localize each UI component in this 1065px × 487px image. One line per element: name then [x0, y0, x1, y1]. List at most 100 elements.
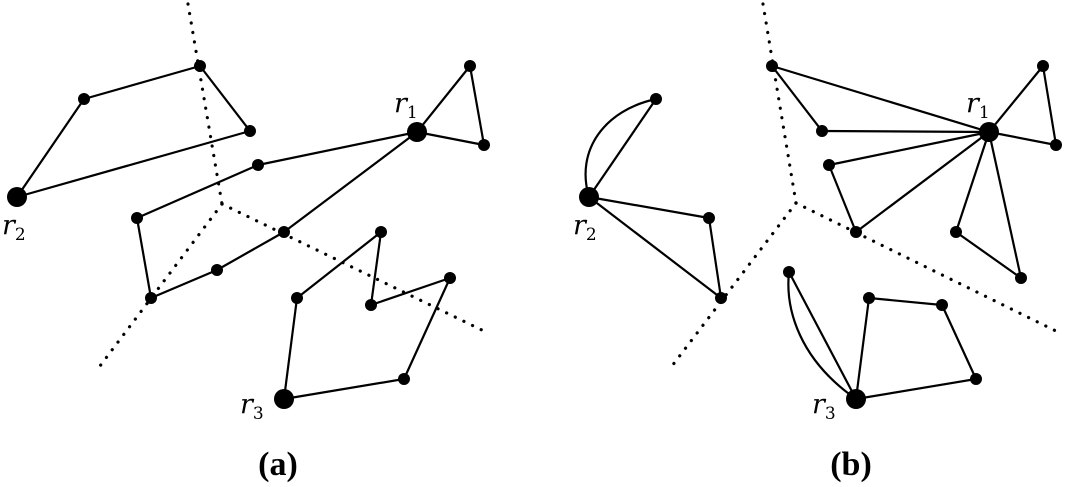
- root-label-r1-a: r1: [394, 88, 418, 123]
- node-a: [464, 60, 476, 72]
- edge-b: [827, 130, 991, 167]
- edge-a: [149, 268, 219, 300]
- panel-b: r1 r2 r3 (b): [573, 2, 1062, 483]
- node-a: [375, 226, 387, 238]
- partition-line-top-b: [761, 2, 798, 205]
- node-a: [211, 264, 223, 276]
- edge-a: [215, 230, 286, 272]
- node-a: [291, 292, 303, 304]
- edge-a: [15, 129, 252, 199]
- edge-b: [954, 130, 991, 234]
- node-a: [365, 299, 377, 311]
- edge-a: [282, 296, 299, 401]
- node-b: [766, 60, 778, 72]
- edge-b: [940, 303, 978, 381]
- edge-a: [82, 64, 202, 101]
- node-b: [950, 226, 962, 238]
- node-a: [398, 373, 410, 385]
- node-a: [78, 93, 90, 105]
- node-b: [703, 212, 715, 224]
- edge-a: [415, 130, 486, 147]
- node-a: [478, 139, 490, 151]
- node-b: [1037, 60, 1049, 72]
- panel-label-b: (b): [830, 446, 872, 483]
- node-a: [252, 159, 264, 171]
- root-label-r2-a: r2: [2, 210, 26, 245]
- edge-b: [587, 195, 723, 300]
- node-b: [715, 292, 727, 304]
- edge-b: [954, 230, 1023, 280]
- edge-b: [987, 130, 1058, 147]
- edge-a: [468, 64, 486, 147]
- edge-a: [135, 163, 260, 220]
- edge-b-curved: [787, 270, 858, 401]
- edge-a: [282, 377, 406, 401]
- root-node-r1-b: [979, 122, 999, 142]
- edge-b: [867, 296, 944, 307]
- root-label-r1-b: r1: [966, 88, 990, 123]
- node-b: [850, 226, 862, 238]
- edge-a: [402, 276, 452, 381]
- edge-b: [770, 64, 991, 134]
- node-a: [145, 292, 157, 304]
- edge-a: [369, 230, 383, 307]
- edge-b: [827, 163, 858, 234]
- root-node-r3-b: [846, 389, 866, 409]
- panel-label-a: (a): [258, 446, 298, 483]
- edge-b: [854, 130, 991, 234]
- edges-b: [584, 64, 1058, 401]
- node-b: [1050, 139, 1062, 151]
- edge-a: [256, 130, 419, 167]
- edge-b: [987, 130, 1023, 280]
- node-b: [783, 266, 795, 278]
- edge-b: [587, 195, 711, 220]
- edge-b-curved: [584, 97, 658, 199]
- edge-b: [854, 296, 871, 401]
- edge-a: [415, 64, 472, 134]
- edge-a: [282, 130, 419, 234]
- node-a: [444, 272, 456, 284]
- edge-b: [987, 64, 1045, 134]
- root-node-r2-a: [7, 187, 27, 207]
- node-b: [863, 292, 875, 304]
- edge-a: [135, 216, 153, 300]
- partition-line-left-a: [98, 202, 224, 368]
- root-node-r3-a: [274, 389, 294, 409]
- node-a: [194, 60, 206, 72]
- panel-a: r1 r2 r3 (a): [2, 2, 490, 483]
- edge-b: [820, 129, 991, 134]
- edge-b: [787, 270, 858, 401]
- root-node-r2-b: [579, 187, 599, 207]
- node-b: [1015, 272, 1027, 284]
- partition-line-top-a: [186, 2, 224, 206]
- edge-b: [770, 64, 824, 133]
- edge-a: [369, 276, 452, 307]
- node-b: [650, 93, 662, 105]
- edge-b: [587, 97, 658, 199]
- nodes-a: [7, 60, 490, 409]
- root-node-r1-a: [407, 122, 427, 142]
- node-a: [131, 212, 143, 224]
- root-label-r3-b: r3: [812, 389, 836, 424]
- node-a: [244, 125, 256, 137]
- partition-line-right-a: [220, 202, 490, 335]
- node-a: [278, 226, 290, 238]
- partition-line-right-b: [794, 201, 1062, 335]
- edges-a: [15, 64, 486, 401]
- node-b: [970, 373, 982, 385]
- root-label-r2-b: r2: [573, 210, 597, 245]
- root-label-r3-a: r3: [240, 389, 264, 424]
- edge-a: [198, 64, 252, 133]
- partition-line-left-b: [670, 201, 798, 368]
- nodes-b: [579, 60, 1062, 409]
- partition-lines-b: [670, 2, 1062, 368]
- node-b: [816, 125, 828, 137]
- edge-b: [854, 377, 978, 401]
- edge-a: [15, 97, 86, 199]
- partition-lines-a: [98, 2, 490, 368]
- node-b: [936, 299, 948, 311]
- edge-a: [295, 230, 383, 300]
- node-b: [823, 159, 835, 171]
